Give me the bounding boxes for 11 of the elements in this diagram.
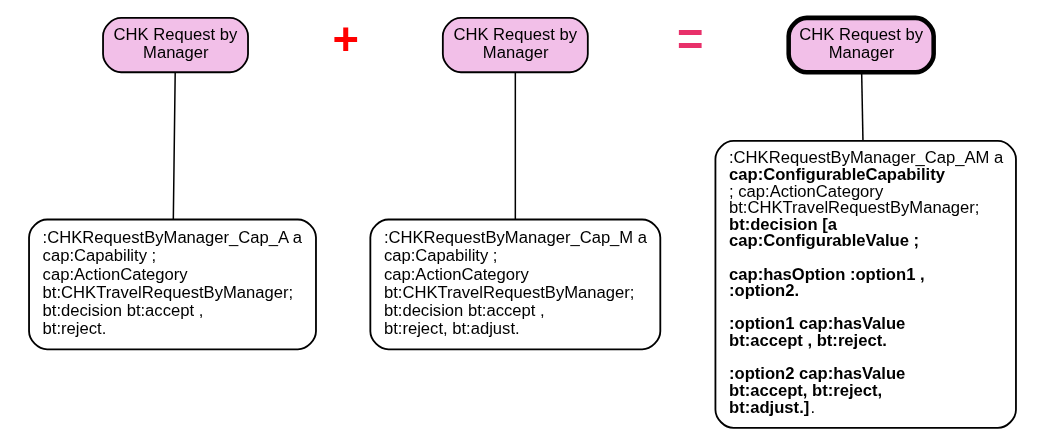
node-box: :CHKRequestByManager_Cap_M a cap:Capability ; cap:ActionCategory bt:CHKTravelRequestByManager; bt:decision bt:accept , bt:reject, bt:adjust. [368,218,661,351]
node-box: CHK Request by Manager [101,16,249,74]
node-box: CHK Request by Manager [441,16,589,74]
node-box: :CHKRequestByManager_Cap_AM a cap:ConfigurableCapability ; cap:ActionCategory bt:CHKTravelRequestByManager; bt:decision [a cap:ConfigurableValue ; cap:hasOption :option1 , :option2. :option1 cap:hasValue bt:accept , bt:reject. :option2 cap:hasValue bt:accept, bt:reject, bt:adjust.]. [714,140,1017,429]
label: = [676,13,703,65]
node-box: CHK Request by Manager [785,15,936,75]
node-box: :CHKRequestByManager_Cap_A a cap:Capability ; cap:ActionCategory bt:CHKTravelRequestByManager; bt:decision bt:accept , bt:reject. [27,218,317,351]
connector [860,71,864,142]
label: + [332,13,359,65]
connector [172,71,176,220]
connector [514,71,516,220]
